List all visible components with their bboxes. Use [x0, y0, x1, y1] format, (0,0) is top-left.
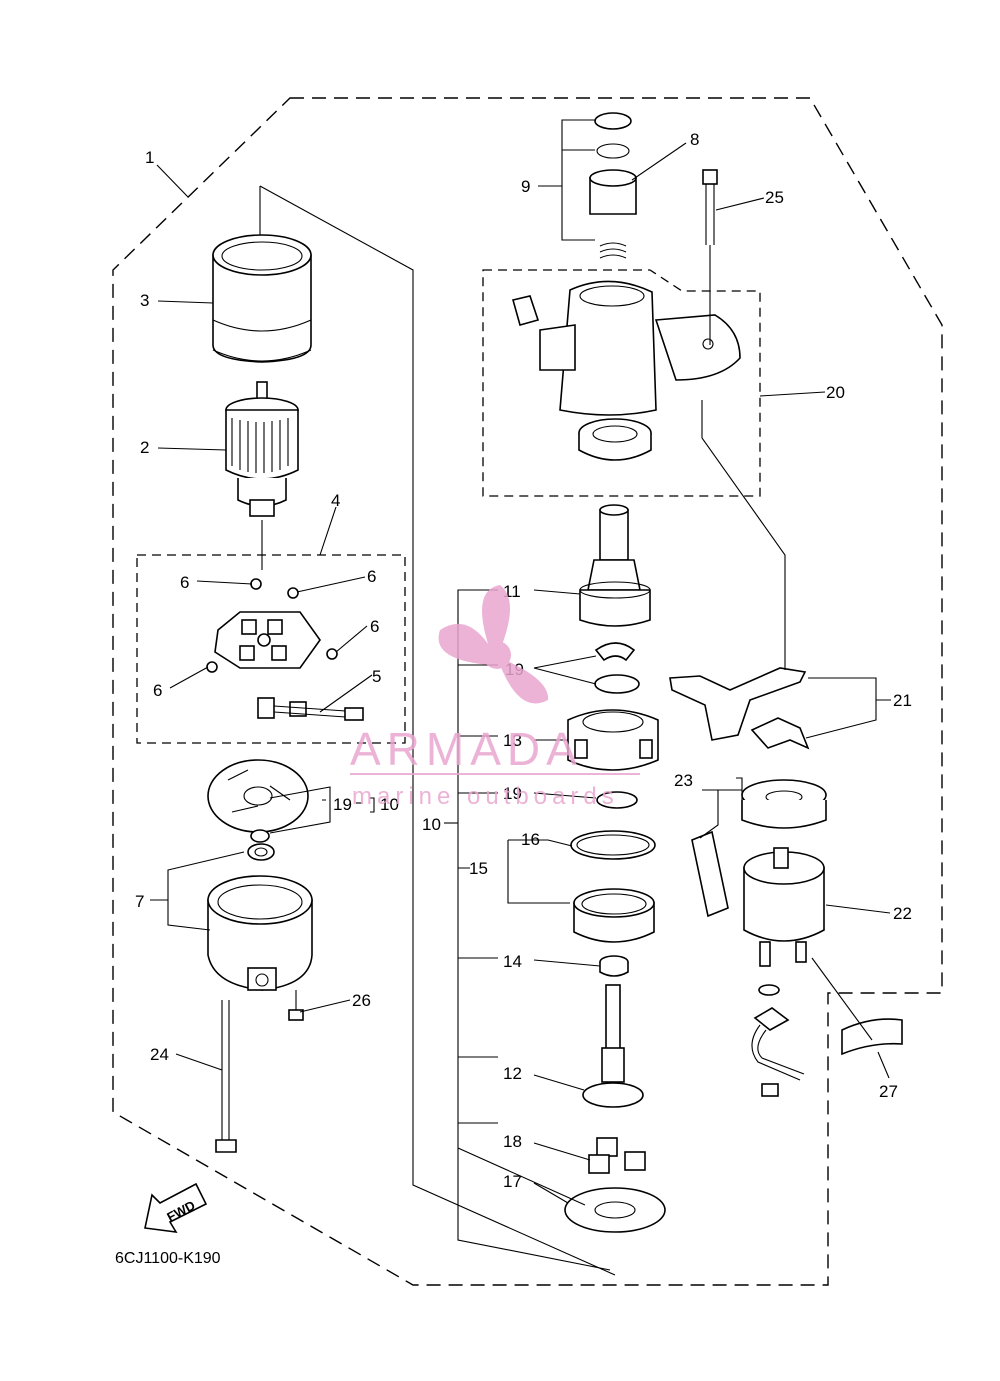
- callout-6b: 6: [367, 567, 376, 586]
- planet-shaft-part: [582, 984, 644, 1108]
- callout-8: 8: [690, 130, 699, 149]
- callout-27: 27: [879, 1082, 898, 1101]
- brush-lead-part: [257, 697, 364, 721]
- callout-19a: 19: [333, 795, 352, 814]
- leader-lines: [150, 142, 891, 1204]
- screw-part: [288, 990, 304, 1021]
- callout-6c: 6: [370, 617, 379, 636]
- shift-lever-part: [669, 667, 810, 750]
- plate-17-part: [564, 1187, 666, 1233]
- callout-26: 26: [352, 991, 371, 1010]
- callout-16: 16: [521, 830, 540, 849]
- assembly-outline: [112, 97, 943, 1286]
- brush-spring-parts: [206, 578, 338, 673]
- callout-23: 23: [674, 771, 693, 790]
- plunger-part: [741, 779, 827, 829]
- callout-10a: 10: [380, 795, 399, 814]
- callout-25: 25: [765, 188, 784, 207]
- washer-part: [250, 829, 270, 843]
- boot-part: [691, 830, 729, 918]
- circlip-part: [594, 642, 636, 662]
- pinion-stack-parts: [589, 112, 637, 259]
- fwd-arrow-icon: [144, 1182, 208, 1234]
- brush-holder-part: [214, 611, 321, 669]
- front-housing-part: [539, 280, 741, 416]
- bushing-part: [247, 843, 275, 861]
- callout-9: 9: [521, 177, 530, 196]
- caution-label-part: [841, 1018, 903, 1056]
- callout-14: 14: [503, 952, 522, 971]
- end-plate-part: [207, 759, 309, 833]
- planet-gears-part: [588, 1137, 646, 1174]
- callout-17: 17: [503, 1172, 522, 1191]
- callout-22: 22: [893, 904, 912, 923]
- ring-part: [570, 830, 656, 860]
- bushing-small-part: [512, 295, 540, 326]
- watermark-subtitle: marine outboards: [352, 783, 619, 810]
- callout-13: 13: [503, 731, 522, 750]
- armada-watermark: ARMADA marine outboards: [350, 585, 640, 810]
- propeller-logo-icon: [438, 585, 549, 704]
- bearing-part: [578, 418, 652, 461]
- bushing-14-part: [599, 955, 629, 977]
- callout-15: 15: [469, 859, 488, 878]
- long-bolt-part: [702, 169, 718, 345]
- washer-19-part: [594, 674, 640, 694]
- washer-19b-part: [596, 791, 638, 809]
- watermark-title: ARMADA: [350, 723, 583, 775]
- callout-6a: 6: [180, 573, 189, 592]
- callout-18: 18: [503, 1132, 522, 1151]
- callout-12: 12: [503, 1064, 522, 1083]
- callout-21: 21: [893, 691, 912, 710]
- callout-24: 24: [150, 1045, 169, 1064]
- pinion-shaft-part: [579, 504, 651, 627]
- yoke-housing-part: [212, 234, 312, 363]
- callout-6d: 6: [153, 681, 162, 700]
- solenoid-part: [743, 847, 825, 967]
- end-cover-part: [207, 875, 313, 991]
- gear-carrier-part: [567, 709, 659, 771]
- callout-4: 4: [331, 491, 340, 510]
- callout-2: 2: [140, 438, 149, 457]
- diagram-code: 6CJ1100-K190: [115, 1250, 221, 1267]
- callout-3: 3: [140, 291, 149, 310]
- internal-gear-part: [573, 888, 655, 943]
- lead-wire-part: [751, 984, 805, 1097]
- callout-20: 20: [826, 383, 845, 402]
- callout-1: 1: [145, 148, 154, 167]
- callout-5: 5: [372, 667, 381, 686]
- callout-10b: 10: [422, 815, 441, 834]
- brush-holder-group-box: [136, 554, 406, 744]
- front-housing-group-box: [482, 269, 761, 497]
- callout-19c: 19: [503, 784, 522, 803]
- callout-7: 7: [135, 892, 144, 911]
- armature-part: [225, 381, 299, 517]
- through-bolt-part: [215, 1000, 237, 1153]
